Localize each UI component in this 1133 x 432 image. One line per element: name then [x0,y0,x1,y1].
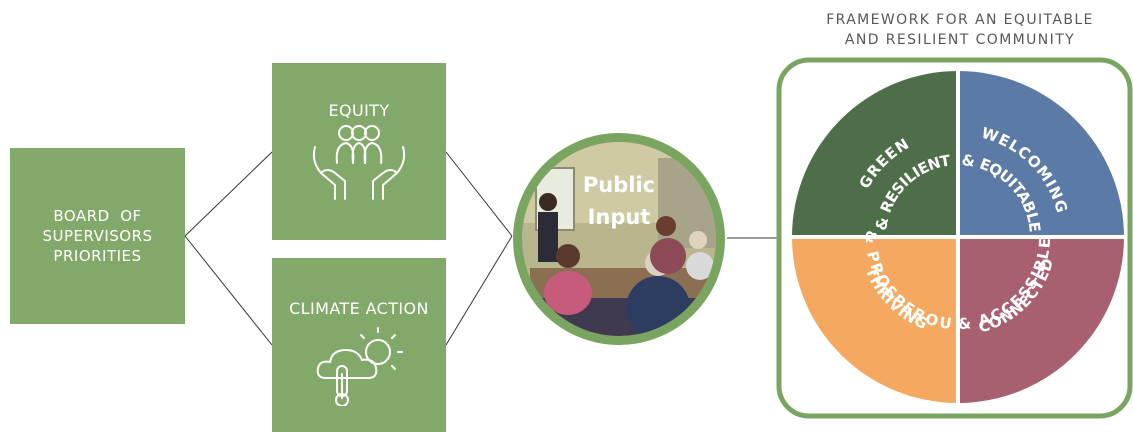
weather-thermometer-icon [316,327,403,406]
climate-label: CLIMATE ACTION [289,299,429,318]
framework-title: FRAMEWORK FOR AN EQUITABLE AND RESILIENT… [790,10,1130,50]
framework-wheel: GREEN & RESILIENT WELCOMING & EQUITABLE … [776,57,1133,419]
public-input-circle: Public Input [513,133,725,345]
quadrant-thriving-prosperous [792,237,958,403]
quadrant-green-resilient [792,71,958,237]
public-input-line1: Public [583,173,655,197]
board-label-line3: PRIORITIES [53,247,142,265]
connector-climate-public [445,235,513,346]
equity-box: EQUITY [272,63,446,240]
framework-title-line2: AND RESILIENT COMMUNITY [844,32,1076,48]
framework-title-line1: FRAMEWORK FOR AN EQUITABLE [826,12,1094,28]
climate-action-box: CLIMATE ACTION [272,258,446,432]
quadrant-welcoming-equitable [958,71,1124,237]
connector-equity-public [445,151,513,237]
connector-board-equity [184,151,273,237]
community-meeting-photo [522,142,716,336]
board-label-line1: BOARD OF [53,207,142,225]
board-label-line2: SUPERVISORS [42,227,153,245]
quadrant-connected-accessible [958,237,1124,403]
people-in-hands-icon [312,125,406,200]
public-input-line2: Input [588,205,651,229]
board-priorities-box: BOARD OF SUPERVISORS PRIORITIES [10,148,185,324]
equity-label: EQUITY [328,101,390,120]
connector-board-climate [184,235,273,346]
